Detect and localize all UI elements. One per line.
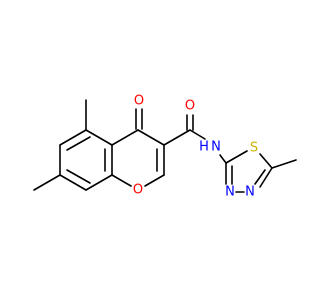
atom-labels: O O O N H S N N bbox=[133, 94, 258, 200]
thiadiazole-sulfur-label: S bbox=[250, 141, 258, 156]
carbonyl-oxygen-label: O bbox=[134, 94, 144, 109]
bond bbox=[144, 174, 165, 187]
bond bbox=[66, 136, 91, 151]
substituent-bonds bbox=[33, 99, 227, 191]
amide-oxygen-label: O bbox=[185, 99, 195, 114]
molecule-diagram: O O O N H S N N bbox=[33, 93, 297, 200]
bond bbox=[163, 129, 191, 146]
bond bbox=[85, 174, 113, 191]
bond bbox=[111, 129, 139, 146]
bond bbox=[111, 174, 132, 187]
bond bbox=[85, 129, 113, 146]
thiadiazole-nitrogen-3-label: N bbox=[225, 185, 235, 200]
bond bbox=[66, 169, 91, 184]
molecule-structure: O O O N H S N N bbox=[33, 94, 297, 200]
bond bbox=[137, 129, 165, 146]
ring-oxygen-label: O bbox=[133, 183, 143, 198]
amide-nitrogen-label: N bbox=[211, 140, 221, 155]
bond bbox=[225, 150, 248, 164]
bond bbox=[254, 169, 266, 185]
benzene-ring-bonds bbox=[59, 129, 113, 191]
amide-hydrogen-label: H bbox=[199, 140, 209, 155]
bond bbox=[259, 167, 273, 188]
pyranone-ring-bonds bbox=[111, 129, 165, 187]
bond bbox=[189, 129, 206, 140]
thiadiazole-ring-bonds bbox=[225, 150, 297, 193]
bond bbox=[59, 174, 87, 191]
bond bbox=[33, 174, 61, 191]
bond bbox=[271, 159, 297, 169]
bond bbox=[219, 154, 227, 164]
bond bbox=[259, 153, 273, 169]
thiadiazole-nitrogen-4-label: N bbox=[245, 185, 255, 200]
bond bbox=[59, 129, 87, 146]
